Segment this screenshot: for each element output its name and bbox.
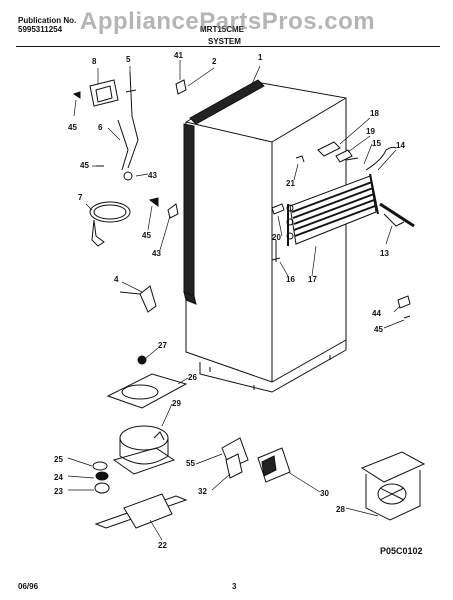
base-tray: [94, 493, 188, 529]
callout-28: 28: [336, 505, 345, 514]
callout-21: 21: [286, 179, 295, 188]
model-number: MRT15CME: [200, 25, 245, 34]
callout-23: 23: [54, 487, 63, 496]
callout-41: 41: [174, 51, 183, 60]
door-gasket: [183, 79, 265, 305]
callout-4: 4: [114, 275, 119, 284]
drain-pan: [106, 355, 188, 409]
condenser-fan: [360, 451, 426, 521]
figure-code: P05C0102: [380, 546, 423, 556]
callout-1: 1: [258, 53, 263, 62]
harness: [117, 71, 139, 181]
cabinet: [185, 81, 347, 393]
callout-45d: 45: [374, 325, 383, 334]
callout-22: 22: [158, 541, 167, 550]
callout-45c: 45: [142, 231, 151, 240]
callout-45a: 45: [68, 123, 77, 132]
callout-55: 55: [186, 459, 195, 468]
callout-25: 25: [54, 455, 63, 464]
leader-lines: [67, 60, 405, 541]
grommets: [92, 461, 110, 494]
callout-15: 15: [372, 139, 381, 148]
section-title: SYSTEM: [208, 37, 241, 46]
callout-20: 20: [272, 233, 281, 242]
watermark: AppliancePartsPros.com: [80, 8, 376, 35]
power-cord: [89, 201, 131, 247]
inner-panel: [89, 79, 119, 107]
callout-43b: 43: [152, 249, 161, 258]
callout-labels: 1 2 4 5 6 7 8 13 14 15 16 17 18 19 20 21…: [54, 51, 405, 550]
callout-27: 27: [158, 341, 167, 350]
clips: [271, 141, 353, 262]
callout-24: 24: [54, 473, 63, 482]
callout-2: 2: [212, 57, 217, 66]
drier: [345, 146, 415, 228]
condenser: [286, 173, 379, 246]
right-screws: [397, 295, 411, 319]
callout-43a: 43: [148, 171, 157, 180]
relay: [221, 437, 291, 483]
compressor: [112, 425, 176, 475]
publication-label: Publication No.: [18, 16, 77, 25]
callout-44: 44: [372, 309, 381, 318]
callout-32: 32: [198, 487, 207, 496]
callout-7: 7: [78, 193, 83, 202]
footer-date: 06/96: [18, 582, 39, 591]
callout-26: 26: [188, 373, 197, 382]
callout-18: 18: [370, 109, 379, 118]
small-screws: [72, 79, 187, 219]
callout-8: 8: [92, 57, 97, 66]
callout-13: 13: [380, 249, 389, 258]
callout-5: 5: [126, 55, 131, 64]
header-rule: [16, 46, 440, 47]
callout-30: 30: [320, 489, 329, 498]
callout-19: 19: [366, 127, 375, 136]
publication-number: 5995311254: [18, 25, 63, 34]
bracket: [119, 285, 157, 313]
callout-16: 16: [286, 275, 295, 284]
callout-6: 6: [98, 123, 103, 132]
callout-17: 17: [308, 275, 317, 284]
page-number: 3: [232, 582, 237, 591]
callout-45b: 45: [80, 161, 89, 170]
callout-14: 14: [396, 141, 405, 150]
callout-29: 29: [172, 399, 181, 408]
